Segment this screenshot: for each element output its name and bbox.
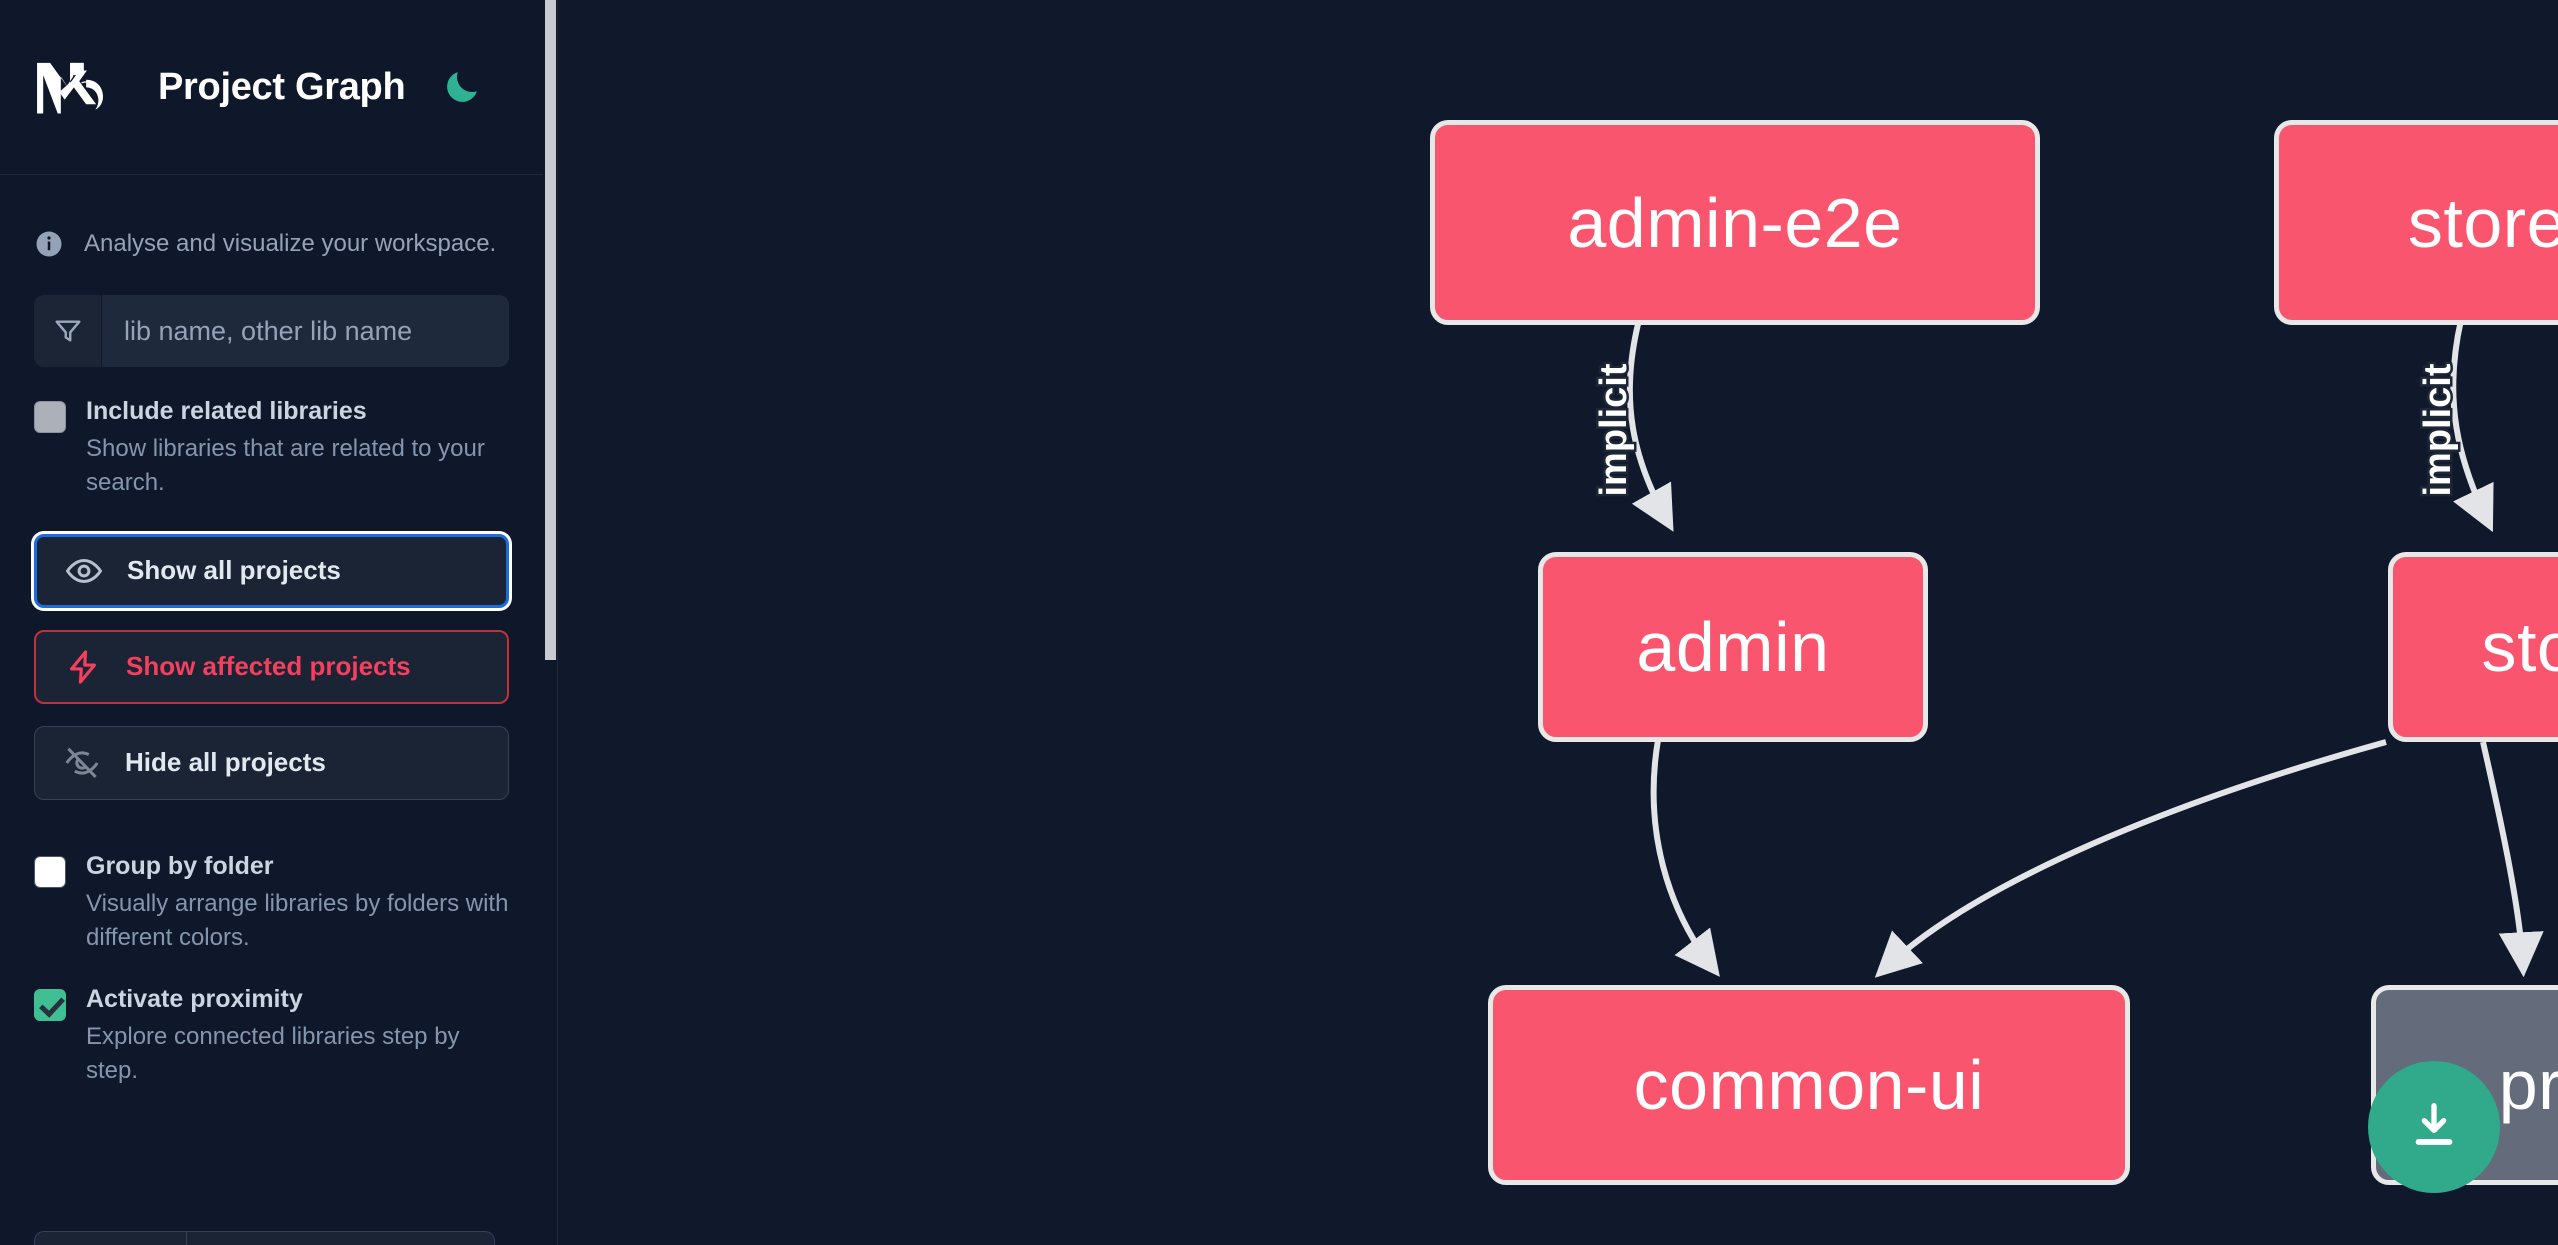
spacer bbox=[0, 800, 543, 822]
search-bar[interactable] bbox=[34, 295, 509, 367]
hide-all-projects-label: Hide all projects bbox=[125, 747, 326, 778]
option-include-related-libraries[interactable]: Include related libraries Show libraries… bbox=[0, 367, 543, 500]
sidebar-header: Project Graph bbox=[0, 0, 543, 175]
activate-proximity-checkbox[interactable] bbox=[34, 988, 66, 1021]
page-title: Project Graph bbox=[158, 65, 406, 108]
graph-node-label: admin bbox=[1636, 608, 1830, 686]
graph-node-label: store bbox=[2481, 608, 2558, 686]
activate-proximity-label: Activate proximity bbox=[86, 984, 303, 1013]
lightning-icon bbox=[64, 648, 102, 686]
group-by-folder-description: Visually arrange libraries by folders wi… bbox=[86, 889, 509, 951]
edge-label-implicit-admin: implicit bbox=[1593, 363, 1635, 496]
info-icon bbox=[34, 229, 64, 259]
edge-admin-e2e-to-admin bbox=[1626, 319, 1674, 532]
sidebar-tagline-text: Analyse and visualize your workspace. bbox=[84, 230, 497, 258]
edge-store-to-common-ui bbox=[1874, 739, 2387, 978]
show-all-projects-label: Show all projects bbox=[127, 555, 341, 586]
graph-node-label: admin-e2e bbox=[1567, 183, 1903, 262]
nx-logo-icon bbox=[34, 58, 126, 116]
group-by-folder-label: Group by folder bbox=[86, 851, 274, 880]
graph-canvas[interactable]: implicit implicit admin-e2e store-e2e ad… bbox=[558, 0, 2558, 1245]
graph-node-common-ui[interactable]: common-ui bbox=[1488, 985, 2130, 1185]
filter-icon bbox=[34, 295, 102, 367]
edge-store-to-products bbox=[2480, 741, 2544, 978]
group-by-folder-checkbox[interactable] bbox=[34, 855, 66, 888]
graph-edges: implicit implicit bbox=[1591, 319, 2544, 978]
sidebar-content: Project Graph Analyse and visualize your… bbox=[0, 0, 543, 1245]
include-related-libraries-description: Show libraries that are related to your … bbox=[86, 434, 485, 496]
graph-node-admin[interactable]: admin bbox=[1538, 552, 1928, 742]
eye-icon bbox=[65, 552, 103, 590]
download-image-button[interactable] bbox=[2368, 1061, 2500, 1193]
option-group-by-folder[interactable]: Group by folder Visually arrange librari… bbox=[0, 822, 543, 955]
graph-node-store-e2e[interactable]: store-e2e bbox=[2274, 120, 2558, 325]
sidebar-tagline: Analyse and visualize your workspace. bbox=[0, 175, 543, 285]
include-related-libraries-checkbox[interactable] bbox=[34, 401, 66, 433]
hide-all-projects-button[interactable]: Hide all projects bbox=[34, 725, 509, 800]
moon-icon[interactable] bbox=[439, 64, 485, 110]
download-icon bbox=[2405, 1097, 2463, 1158]
graph-node-store[interactable]: store bbox=[2388, 552, 2558, 742]
sidebar: Project Graph Analyse and visualize your… bbox=[0, 0, 558, 1245]
graph-node-label: products bbox=[2498, 1046, 2558, 1124]
proximity-stepper-partial[interactable] bbox=[34, 1231, 495, 1245]
sidebar-scrollbar-track[interactable] bbox=[543, 0, 557, 1245]
show-all-projects-button[interactable]: Show all projects bbox=[34, 533, 509, 608]
include-related-libraries-label: Include related libraries bbox=[86, 397, 367, 425]
edge-label-implicit-store: implicit bbox=[2417, 363, 2459, 496]
graph-node-label: store-e2e bbox=[2407, 183, 2558, 262]
sidebar-scrollbar-thumb[interactable] bbox=[545, 0, 556, 660]
graph-node-admin-e2e[interactable]: admin-e2e bbox=[1430, 120, 2040, 325]
graph-node-label: common-ui bbox=[1633, 1046, 1985, 1124]
edge-admin-to-common-ui bbox=[1650, 739, 1720, 977]
activate-proximity-description: Explore connected libraries step by step… bbox=[86, 1022, 460, 1084]
search-input[interactable] bbox=[102, 295, 509, 367]
option-activate-proximity[interactable]: Activate proximity Explore connected lib… bbox=[0, 955, 543, 1088]
edge-store-e2e-to-store bbox=[2450, 319, 2494, 533]
eye-off-icon bbox=[63, 744, 101, 782]
projects-button-group: Show all projects Show affected projects bbox=[0, 500, 543, 800]
show-affected-projects-button[interactable]: Show affected projects bbox=[34, 629, 509, 704]
show-affected-projects-label: Show affected projects bbox=[126, 651, 411, 682]
